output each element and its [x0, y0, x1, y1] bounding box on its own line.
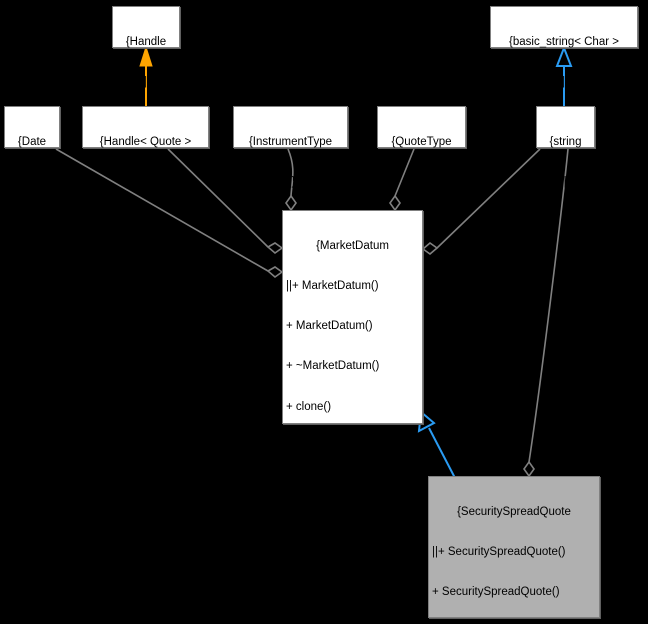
- class-node-handle-quote-line-1: ||}: [140, 176, 151, 189]
- class-node-basic-string-line-1: ||}: [559, 76, 569, 89]
- class-node-security-spread-quote-member-2: + SecuritySpreadQuote(): [432, 586, 560, 599]
- class-node-quote-type-line-1: ||}: [416, 176, 427, 189]
- class-node-market-datum-member-5: * boost::serialization: [286, 440, 389, 453]
- class-node-market-datum-member-8: * quote(): [286, 561, 331, 574]
- class-node-string[interactable]: {string ||}: [536, 106, 595, 188]
- class-node-instrument-type[interactable]: {InstrumentType ||}: [233, 106, 348, 188]
- class-node-market-datum[interactable]: {MarketDatum ||+ MarketDatum() + MarketD…: [282, 210, 423, 614]
- class-node-market-datum-member-4: + clone(): [286, 400, 332, 413]
- class-node-string-line-0: {string: [549, 135, 582, 148]
- class-node-quote-type-line-0: {QuoteType: [391, 135, 452, 148]
- class-node-string-line-1: ||}: [560, 176, 571, 189]
- class-node-date-line-0: {Date: [17, 135, 47, 148]
- class-node-market-datum-member-7: * name(): [286, 521, 331, 534]
- class-node-security-spread-quote[interactable]: {SecuritySpreadQuote ||+ SecuritySpreadQ…: [428, 476, 600, 618]
- class-node-market-datum-title: {MarketDatum: [316, 239, 389, 252]
- class-node-market-datum-member-2: + MarketDatum(): [286, 320, 373, 333]
- class-node-date-line-1: ||}: [27, 176, 37, 189]
- class-node-market-datum-member-3: + ~MarketDatum(): [286, 360, 380, 373]
- class-node-market-datum-member-6: ::access: [286, 481, 329, 494]
- class-node-market-datum-member-9: * asofDate(): [286, 601, 348, 614]
- class-node-basic-string-line-0: {basic_string< Char >: [509, 35, 619, 48]
- class-node-handle-line-1: ||}: [141, 76, 151, 89]
- class-node-instrument-type-line-0: {InstrumentType: [248, 135, 333, 148]
- edge-securityspreadquote-to-marketdatum: [417, 410, 456, 479]
- class-node-security-spread-quote-title: {SecuritySpreadQuote: [457, 505, 571, 518]
- class-node-handle[interactable]: {Handle ||}: [112, 6, 180, 88]
- class-node-quote-type[interactable]: {QuoteType ||}: [377, 106, 466, 188]
- class-node-instrument-type-line-1: ||}: [285, 176, 296, 189]
- class-node-date[interactable]: {Date ||}: [4, 106, 60, 188]
- class-node-handle-quote-line-0: {Handle< Quote >: [99, 135, 192, 148]
- class-node-security-spread-quote-member-1: ||+ SecuritySpreadQuote(): [432, 546, 566, 559]
- class-node-basic-string[interactable]: {basic_string< Char > ||}: [490, 6, 638, 88]
- class-node-handle-line-0: {Handle: [125, 35, 167, 48]
- class-node-handle-quote[interactable]: {Handle< Quote > ||}: [82, 106, 209, 188]
- class-node-market-datum-member-1: ||+ MarketDatum(): [286, 280, 379, 293]
